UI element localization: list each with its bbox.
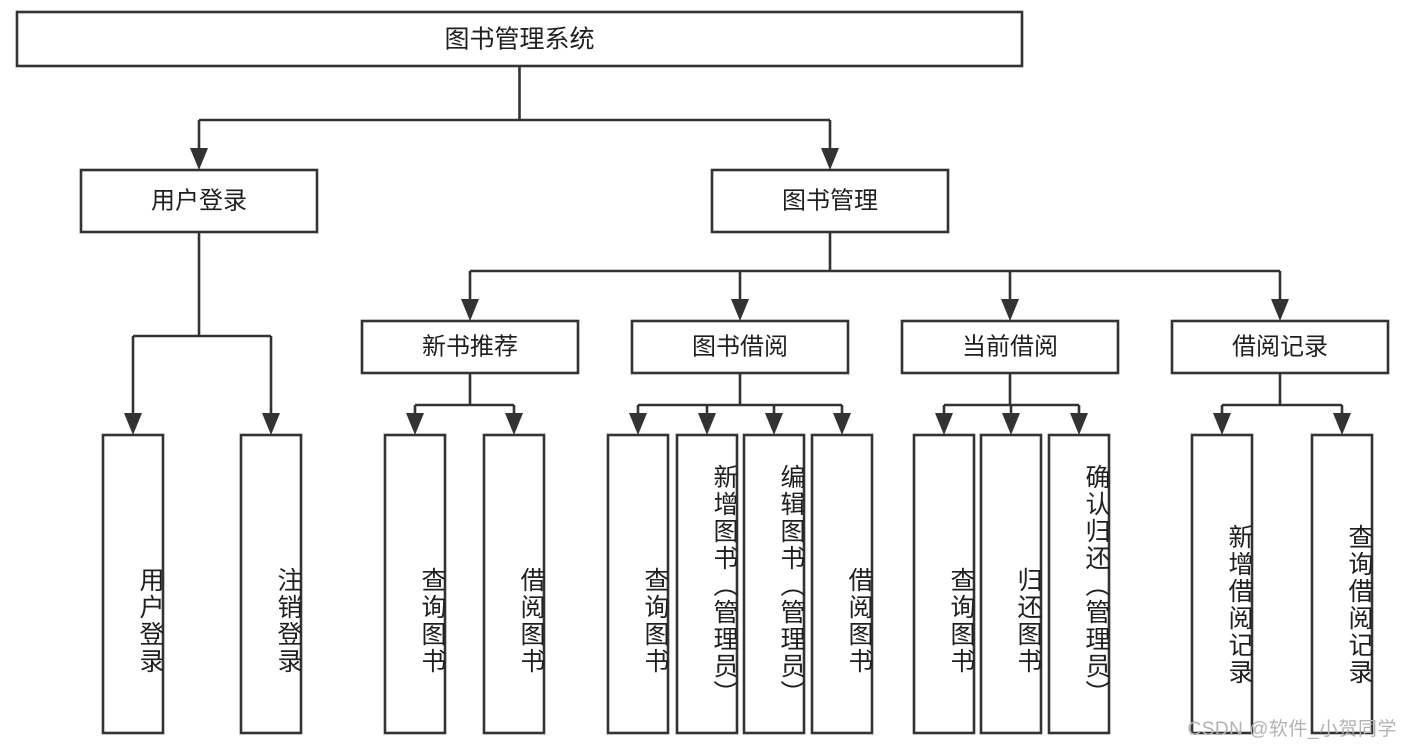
node-book-borrow-label: 图书借阅 <box>692 333 788 360</box>
leaf-label-query-book-recommend: 查询图书 <box>418 566 446 675</box>
node-book-management-label: 图书管理 <box>782 187 878 214</box>
leaf-box-query-book-borrow[interactable] <box>606 433 670 735</box>
node-new-book-recommend[interactable]: 新书推荐 <box>360 319 580 375</box>
leaf-boxes-group <box>101 433 1374 735</box>
leaf-box-return-book[interactable] <box>979 433 1043 735</box>
arrow-head-icon <box>629 413 647 435</box>
node-current-borrow-box[interactable] <box>900 319 1120 375</box>
connector-user-login-to-leaves <box>124 232 280 435</box>
leaf-label-logout: 注销登录 <box>274 566 302 675</box>
node-root-box[interactable] <box>15 10 1024 68</box>
leaf-box-query-book-current[interactable] <box>912 433 976 735</box>
leaf-label-return-book: 归还图书 <box>1014 566 1042 675</box>
connector-book-management-to-level3 <box>461 232 1289 321</box>
node-book-management[interactable]: 图书管理 <box>710 168 950 234</box>
connector-new-book-recommend-to-leaves <box>406 373 523 435</box>
node-current-borrow-label: 当前借阅 <box>962 333 1058 360</box>
arrow-head-icon <box>1070 413 1088 435</box>
arrow-head-icon <box>1271 299 1289 321</box>
csdn-watermark: CSDN @软件_小贺同学 <box>1187 719 1397 740</box>
node-new-book-recommend-box[interactable] <box>360 319 580 375</box>
arrow-head-icon <box>1333 413 1351 435</box>
leaf-box-query-borrow-record[interactable] <box>1310 433 1374 735</box>
node-root-label: 图书管理系统 <box>444 26 594 54</box>
arrow-head-icon <box>731 299 749 321</box>
node-current-borrow[interactable]: 当前借阅 <box>900 319 1120 375</box>
connector-borrow-record-to-leaves <box>1213 373 1351 435</box>
leaf-box-user-login[interactable] <box>101 433 165 735</box>
arrow-head-icon <box>833 413 851 435</box>
node-borrow-record[interactable]: 借阅记录 <box>1170 319 1390 375</box>
leaf-box-confirm-return-admin[interactable] <box>1047 433 1111 735</box>
connector-root-to-level2 <box>190 66 839 170</box>
node-user-login[interactable]: 用户登录 <box>79 168 319 234</box>
node-borrow-record-label: 借阅记录 <box>1232 333 1328 360</box>
node-root[interactable]: 图书管理系统 <box>15 10 1024 68</box>
arrow-head-icon <box>406 413 424 435</box>
arrow-head-icon <box>262 413 280 435</box>
arrow-head-icon <box>190 148 208 170</box>
node-book-borrow[interactable]: 图书借阅 <box>630 319 850 375</box>
arrow-head-icon <box>765 413 783 435</box>
leaf-label-edit-book-admin: 编辑图书（管理员） <box>777 463 805 707</box>
leaf-box-query-book-recommend[interactable] <box>383 433 447 735</box>
leaf-label-add-book-admin: 新增图书（管理员） <box>710 463 738 707</box>
leaf-box-add-book-admin[interactable] <box>675 433 739 735</box>
leaf-box-add-borrow-record[interactable] <box>1190 433 1254 735</box>
arrow-head-icon <box>1213 413 1231 435</box>
leaf-box-borrow-book-recommend[interactable] <box>482 433 546 735</box>
leaf-box-borrow-book[interactable] <box>810 433 874 735</box>
leaf-box-edit-book-admin[interactable] <box>742 433 806 735</box>
node-new-book-recommend-label: 新书推荐 <box>422 333 518 360</box>
arrow-head-icon <box>821 148 839 170</box>
leaf-label-confirm-return-admin: 确认归还（管理员） <box>1082 463 1110 707</box>
arrow-head-icon <box>935 413 953 435</box>
connector-current-borrow-to-leaves <box>935 373 1088 435</box>
leaf-label-query-book-borrow: 查询图书 <box>641 566 669 675</box>
leaf-label-borrow-book: 借阅图书 <box>845 566 873 675</box>
arrow-head-icon <box>1001 299 1019 321</box>
leaf-label-add-borrow-record: 新增借阅记录 <box>1225 524 1253 686</box>
arrow-head-icon <box>698 413 716 435</box>
leaf-label-query-book-current: 查询图书 <box>947 566 975 675</box>
arrow-head-icon <box>124 413 142 435</box>
arrow-head-icon <box>1002 413 1020 435</box>
connector-book-borrow-to-leaves <box>629 373 851 435</box>
leaf-label-borrow-book-recommend: 借阅图书 <box>517 566 545 675</box>
leaf-label-user-login: 用户登录 <box>136 566 164 675</box>
arrow-head-icon <box>505 413 523 435</box>
leaf-box-logout[interactable] <box>239 433 303 735</box>
leaf-label-query-borrow-record: 查询借阅记录 <box>1345 524 1373 686</box>
arrow-head-icon <box>461 299 479 321</box>
node-user-login-label: 用户登录 <box>151 187 247 214</box>
node-book-borrow-box[interactable] <box>630 319 850 375</box>
